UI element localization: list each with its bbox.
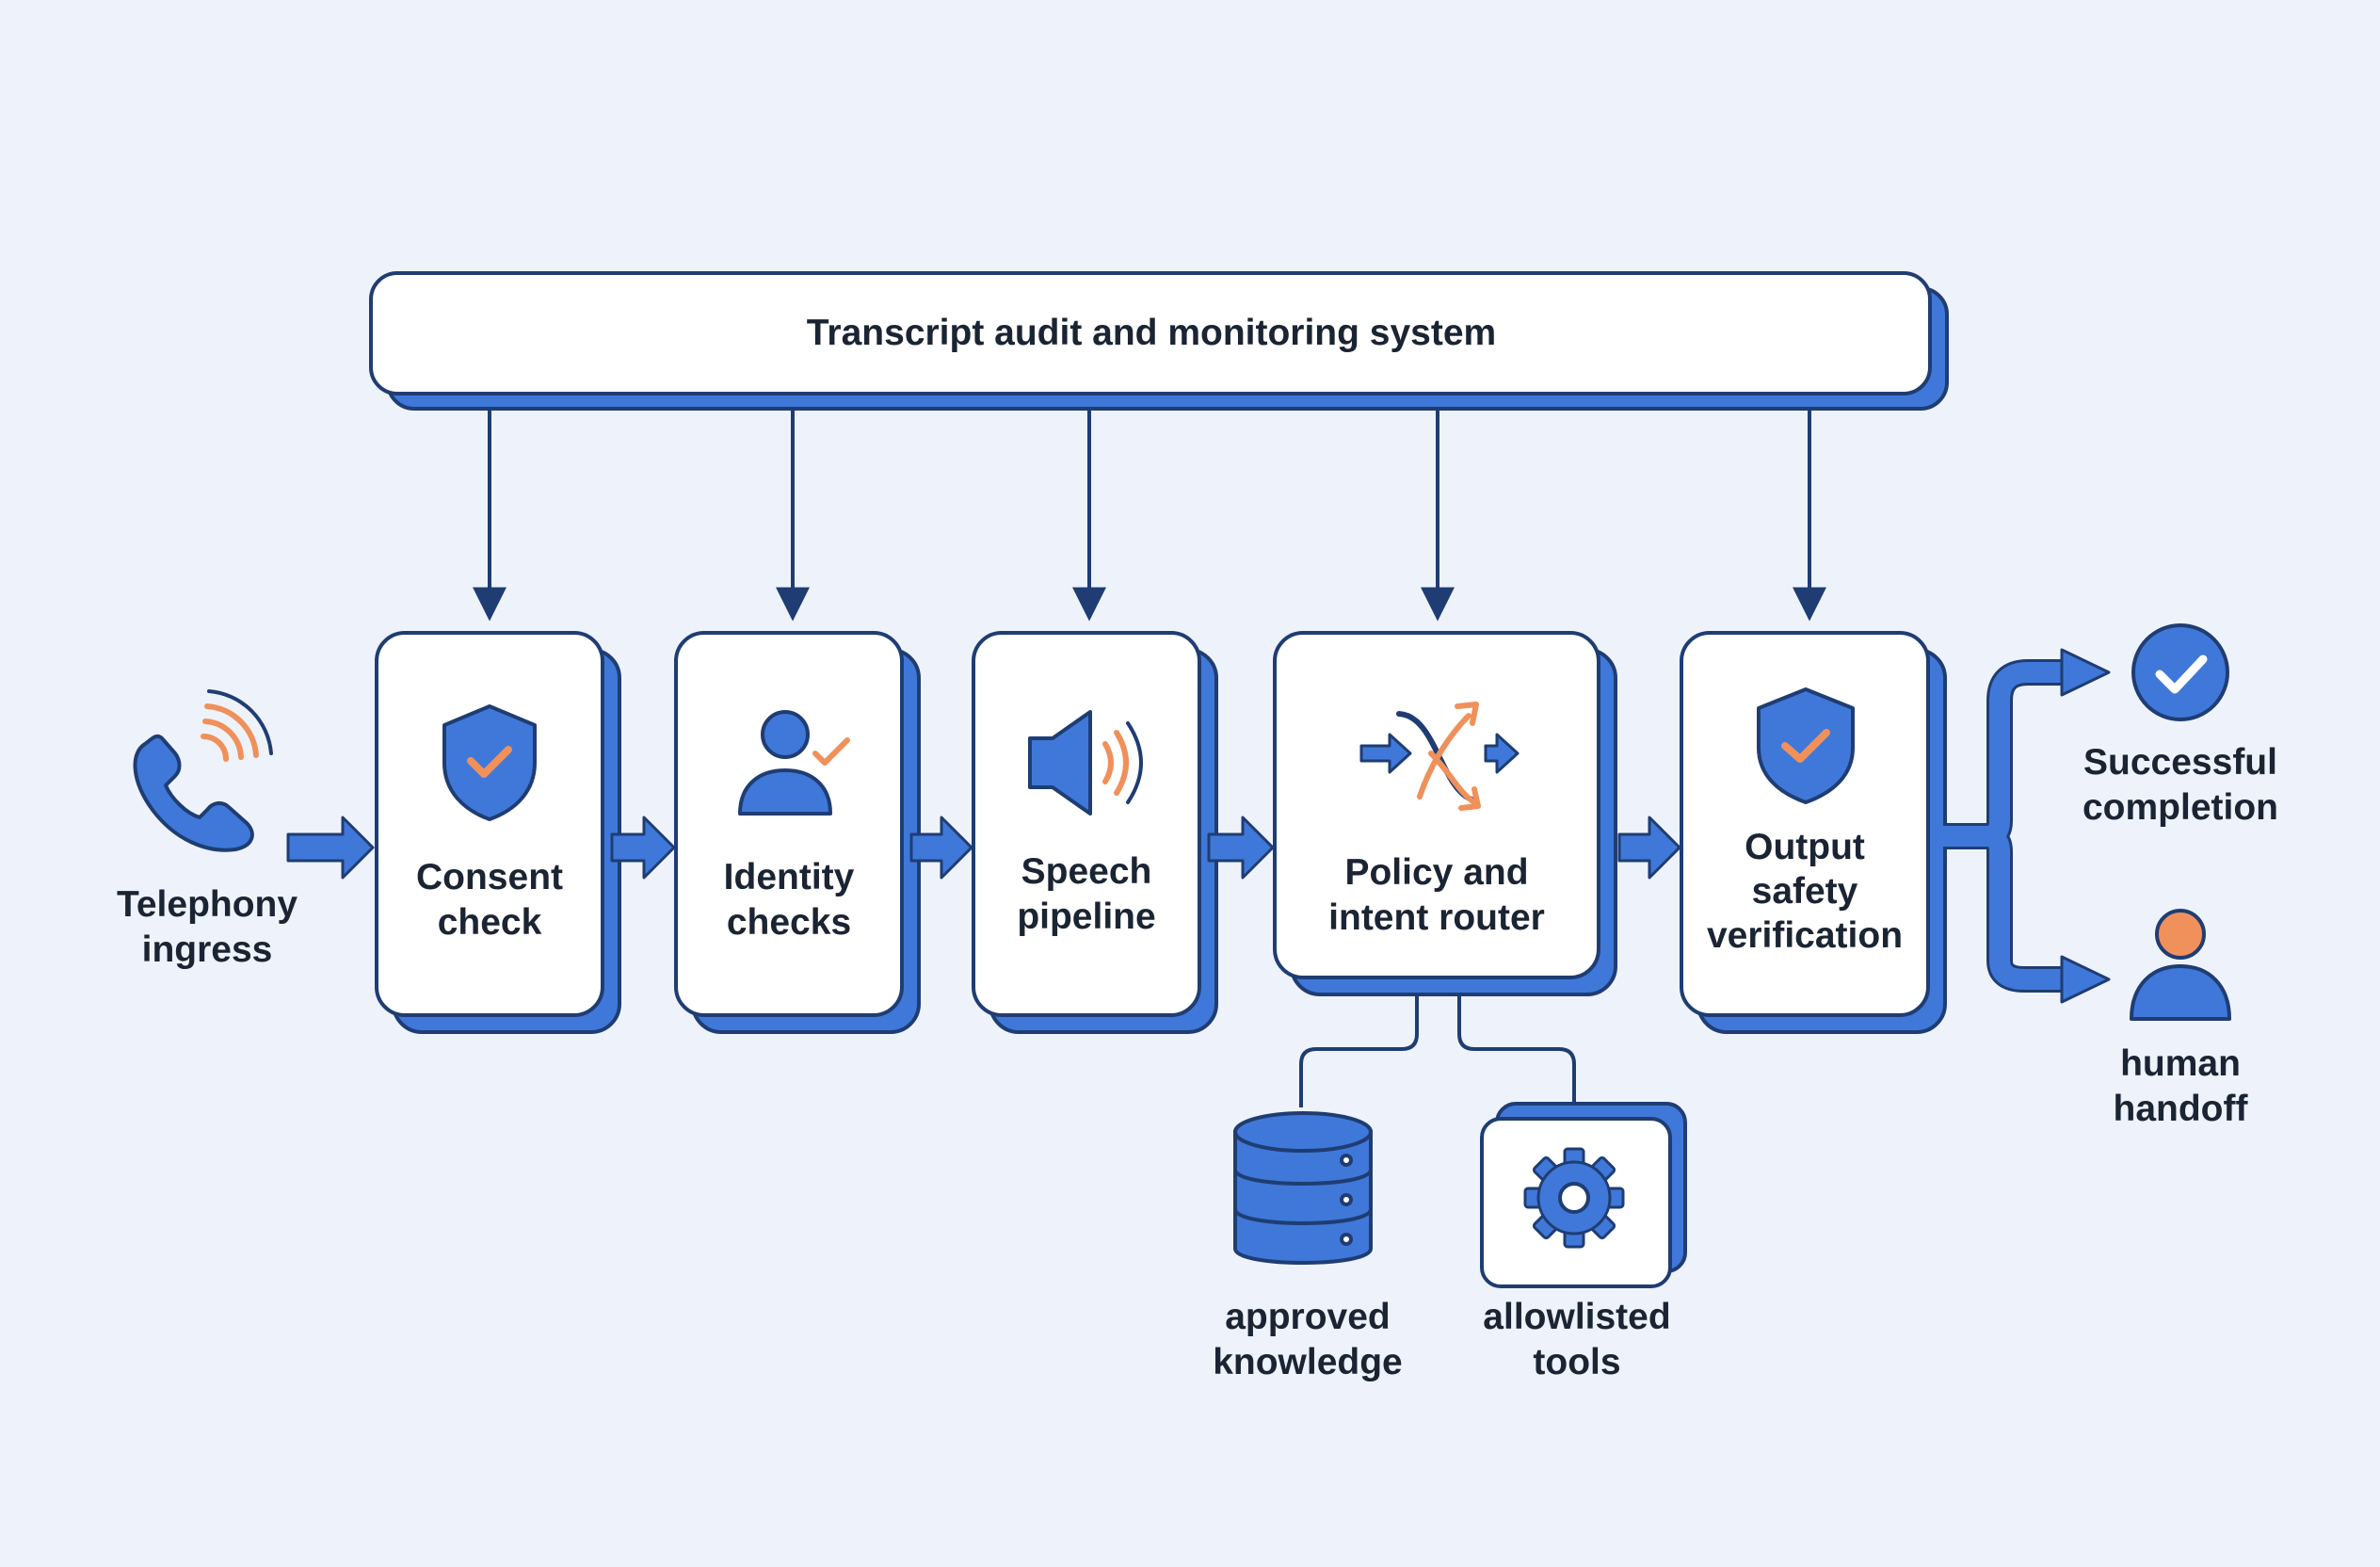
flow-arrow-identity — [909, 816, 973, 880]
monitoring-system-bar — [369, 271, 1949, 411]
stage-card-consent — [375, 631, 621, 1034]
router-arrows-icon — [1359, 702, 1520, 811]
resource-connectors — [1299, 996, 1576, 1107]
output-safety-label: Output safety verification — [1706, 827, 1904, 956]
user-check-icon — [738, 710, 850, 816]
speech-pipeline-label: Speech pipeline — [1017, 851, 1156, 937]
allowlisted-tools-label: allowlisted tools — [1483, 1297, 1671, 1382]
policy-router-label: Policy and intent router — [1328, 852, 1545, 938]
flow-arrow-ingress — [286, 816, 375, 880]
flow-arrow-policy — [1617, 816, 1681, 880]
check-circle-icon — [2131, 623, 2229, 721]
database-icon — [1233, 1111, 1373, 1265]
shield-check-icon — [1757, 687, 1855, 804]
phone-signal-icon — [133, 689, 273, 852]
approved-knowledge-label: approved knowledge — [1213, 1297, 1403, 1382]
human-handoff-label: human handoff — [2113, 1043, 2248, 1129]
monitoring-system-title: Transcript audit and monitoring system — [806, 313, 1497, 353]
identity-checks-label: Identity checks — [723, 857, 855, 943]
successful-completion-label: Successful completion — [2082, 742, 2278, 828]
branch-arrowhead-handoff — [2060, 955, 2111, 1004]
branch-arrowhead-success — [2060, 648, 2111, 697]
monitoring-links — [473, 411, 1826, 622]
stage-card-policy — [1273, 631, 1617, 996]
stage-card-speech — [972, 631, 1218, 1034]
person-icon — [2130, 909, 2231, 1021]
telephony-ingress-label: Telephony ingress — [116, 884, 298, 970]
outcome-branch — [1943, 648, 2111, 1004]
speaker-icon — [1028, 710, 1143, 816]
shield-check-icon — [442, 704, 537, 821]
consent-check-label: Consent check — [416, 857, 563, 943]
flow-arrow-speech — [1207, 816, 1275, 880]
flow-arrows — [286, 816, 1681, 880]
gear-icon — [1523, 1147, 1625, 1249]
flow-arrow-consent — [610, 816, 676, 880]
stage-card-identity — [674, 631, 921, 1034]
